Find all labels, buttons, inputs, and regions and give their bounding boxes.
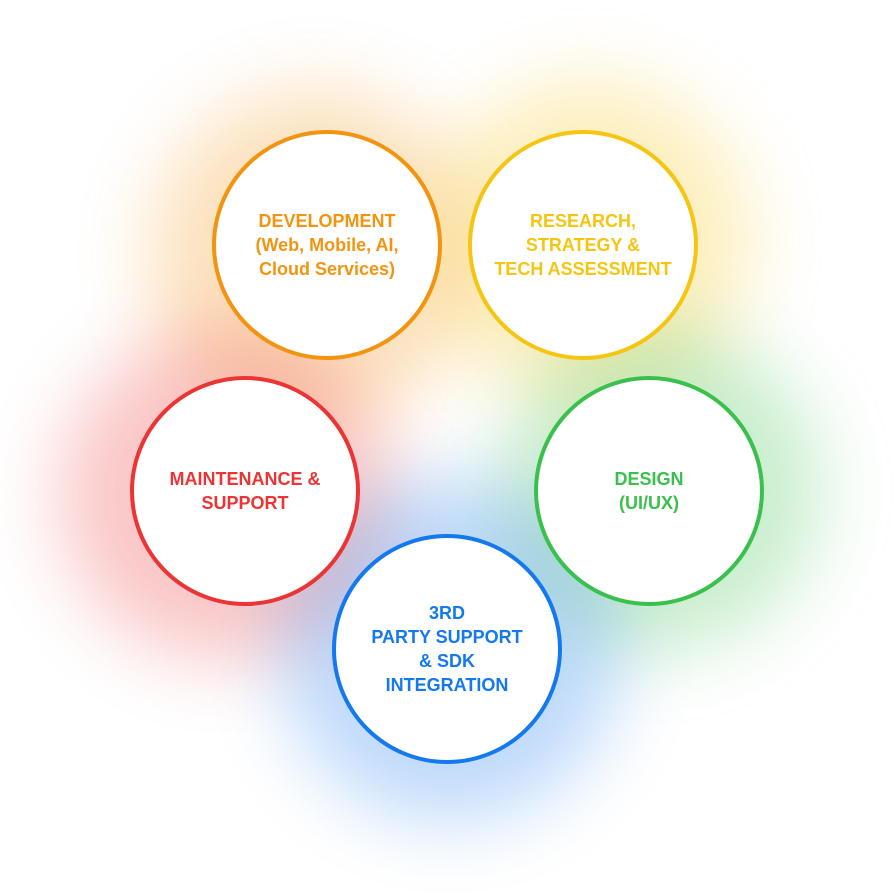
research-label: RESEARCH, STRATEGY & TECH ASSESSMENT (494, 209, 671, 281)
design-label-line-1: DESIGN (614, 469, 684, 489)
development-label-line-1: DEVELOPMENT (258, 211, 396, 231)
maintenance-circle: MAINTENANCE & SUPPORT (130, 376, 360, 606)
maintenance-label-line-2: SUPPORT (201, 493, 289, 513)
third-party-label-line-4: INTEGRATION (385, 675, 509, 695)
development-circle: DEVELOPMENT (Web, Mobile, AI, Cloud Serv… (212, 130, 442, 360)
research-label-line-2: STRATEGY & (525, 235, 641, 255)
maintenance-label: MAINTENANCE & SUPPORT (170, 467, 321, 515)
development-label: DEVELOPMENT (Web, Mobile, AI, Cloud Serv… (256, 209, 399, 281)
design-circle: DESIGN (UI/UX) (534, 376, 764, 606)
third-party-label: 3RD PARTY SUPPORT & SDK INTEGRATION (371, 601, 522, 697)
third-party-label-line-2: PARTY SUPPORT (371, 627, 523, 647)
design-label: DESIGN (UI/UX) (614, 467, 683, 515)
maintenance-label-line-1: MAINTENANCE & (169, 469, 321, 489)
research-circle: RESEARCH, STRATEGY & TECH ASSESSMENT (468, 130, 698, 360)
development-label-line-3: Cloud Services) (258, 259, 396, 279)
third-party-label-line-3: & SDK (418, 651, 475, 671)
third-party-circle: 3RD PARTY SUPPORT & SDK INTEGRATION (332, 534, 562, 764)
research-label-line-1: RESEARCH, (529, 211, 636, 231)
research-label-line-3: TECH ASSESSMENT (494, 259, 672, 279)
design-label-line-2: (UI/UX) (618, 493, 679, 513)
third-party-label-line-1: 3RD (428, 603, 465, 623)
development-label-line-2: (Web, Mobile, AI, (255, 235, 399, 255)
